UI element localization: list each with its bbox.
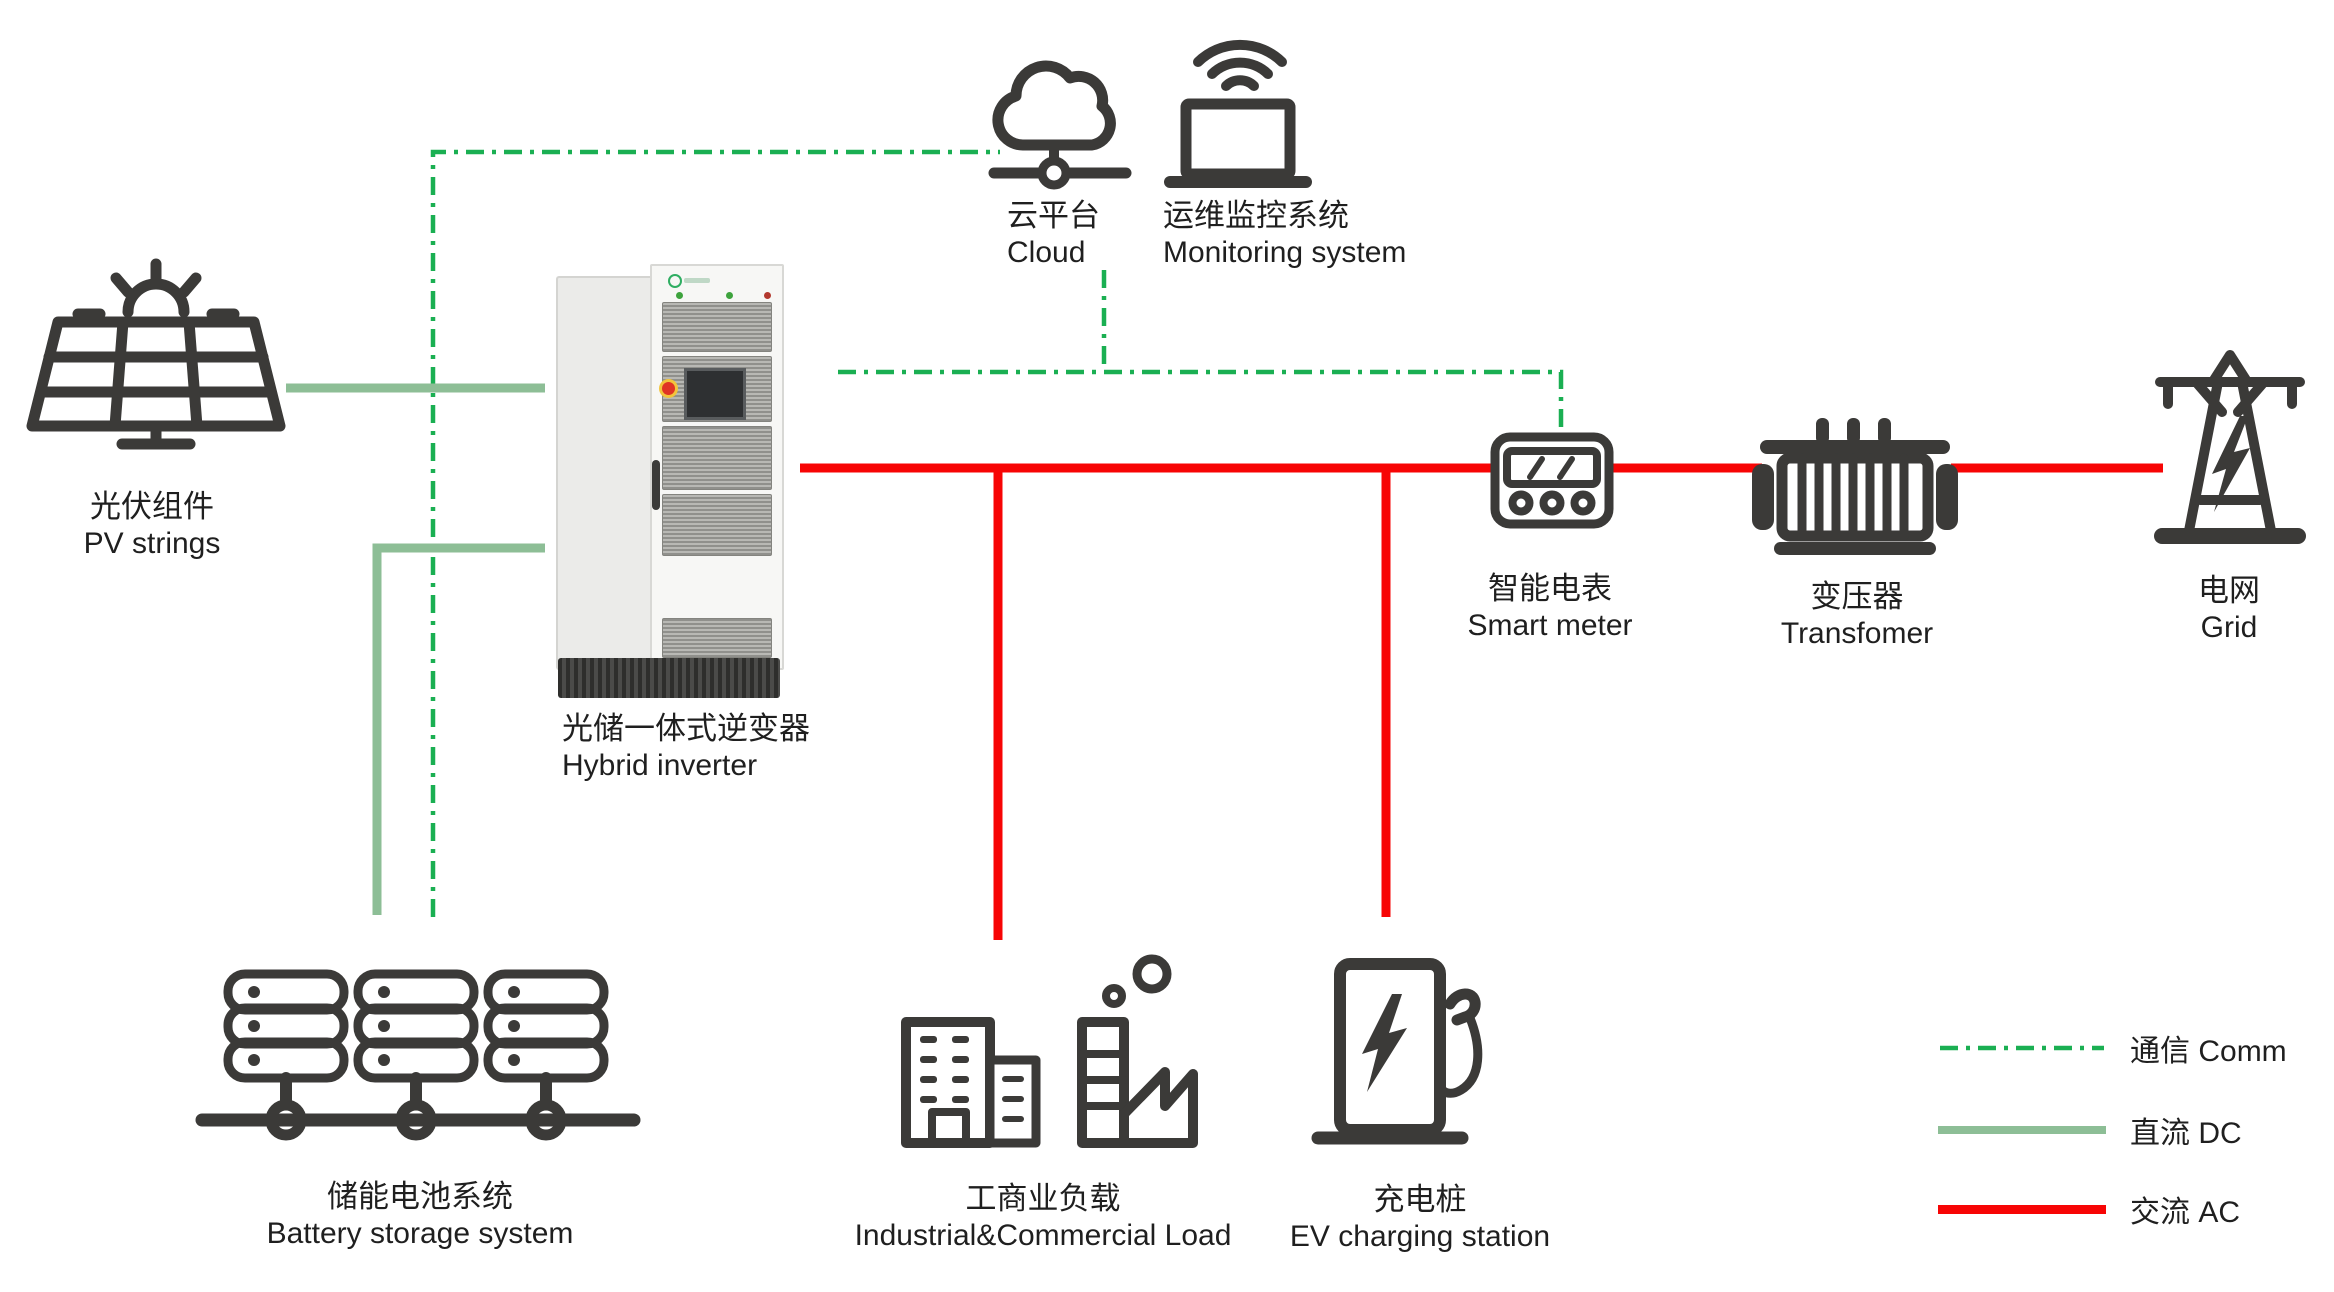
- monitoring-system-icon: [1164, 39, 1312, 188]
- battery-storage-label: 储能电池系统 Battery storage system: [190, 1178, 650, 1252]
- transformer-label-en: Transfomer: [1780, 617, 1934, 650]
- inverter-led-red: [764, 292, 771, 299]
- inverter-led-green-2: [726, 292, 733, 299]
- smart-meter-label: 智能电表 Smart meter: [1420, 570, 1680, 644]
- grid-label-en: Grid: [2200, 611, 2258, 644]
- comm-line-bus-meter: [838, 369, 1564, 430]
- ev-charging-station-label-en: EV charging station: [1289, 1220, 1551, 1253]
- hybrid-inverter-label: 光储一体式逆变器 Hybrid inverter: [562, 710, 810, 784]
- legend-label-dc: 直流 DC: [2130, 1108, 2242, 1152]
- industrial-commercial-load-label-en: Industrial&Commercial Load: [854, 1219, 1232, 1252]
- inverter-led-green-1: [676, 292, 683, 299]
- comm-line-swatch: [1940, 1045, 2104, 1051]
- smart-meter-label-en: Smart meter: [1467, 609, 1633, 642]
- grid-tower-icon: [2154, 350, 2306, 544]
- ev-charging-station-icon: [1311, 958, 1483, 1145]
- legend-dc-en: DC: [2198, 1117, 2242, 1150]
- legend-row-comm: 通信 Comm: [1938, 1028, 2287, 1068]
- hybrid-inverter-cabinet: [556, 264, 784, 706]
- inverter-vent-panel-4: [662, 494, 772, 556]
- legend-comm-zh: 通信: [2130, 1035, 2190, 1068]
- legend-ac-zh: 交流: [2130, 1196, 2190, 1229]
- grid-label: 电网 Grid: [2129, 572, 2329, 646]
- pv-strings-icon: [26, 258, 286, 450]
- cloud-label-en: Cloud: [1007, 236, 1086, 269]
- cloud-label-zh: 云平台: [1007, 198, 1100, 233]
- industrial-commercial-load-icon: [901, 954, 1198, 1148]
- inverter-base: [558, 658, 780, 698]
- pv-strings-label-en: PV strings: [83, 527, 221, 560]
- inverter-display-screen: [684, 368, 746, 420]
- battery-storage-label-zh: 储能电池系统: [327, 1179, 513, 1214]
- battery-storage-icon: [195, 969, 641, 1141]
- ev-charging-station-label: 充电桩 EV charging station: [1270, 1181, 1570, 1255]
- pv-strings-label: 光伏组件 PV strings: [32, 488, 272, 562]
- hybrid-inverter-label-en: Hybrid inverter: [562, 749, 758, 782]
- inverter-door-handle: [652, 460, 660, 510]
- battery-storage-label-en: Battery storage system: [266, 1217, 574, 1250]
- ac-line-swatch: [1938, 1204, 2106, 1214]
- hybrid-inverter-label-zh: 光储一体式逆变器: [562, 711, 810, 746]
- transformer-label-zh: 变压器: [1810, 579, 1904, 614]
- smart-meter-icon: [1490, 432, 1614, 529]
- cloud-label: 云平台 Cloud: [1007, 197, 1100, 271]
- industrial-commercial-load-label: 工商业负载 Industrial&Commercial Load: [833, 1180, 1253, 1254]
- industrial-commercial-load-label-zh: 工商业负载: [965, 1181, 1121, 1216]
- legend-comm-en: Comm: [2198, 1035, 2287, 1068]
- legend-label-ac: 交流 AC: [2130, 1187, 2240, 1231]
- inverter-vent-panel-5: [662, 618, 772, 658]
- legend-dc-zh: 直流: [2130, 1117, 2190, 1150]
- legend-row-dc: 直流 DC: [1938, 1110, 2242, 1150]
- monitoring-system-label-zh: 运维监控系统: [1163, 198, 1349, 233]
- dc-line-swatch: [1938, 1126, 2106, 1134]
- inverter-logo-text: [684, 278, 710, 283]
- transformer-label: 变压器 Transfomer: [1737, 578, 1977, 652]
- legend-label-comm: 通信 Comm: [2130, 1026, 2287, 1070]
- cloud-icon: [988, 60, 1132, 190]
- ev-charging-station-label-zh: 充电桩: [1373, 1182, 1467, 1217]
- inverter-vent-panel-1: [662, 302, 772, 352]
- monitoring-system-label: 运维监控系统 Monitoring system: [1163, 197, 1406, 271]
- legend-row-ac: 交流 AC: [1938, 1189, 2240, 1229]
- dc-line-battery-inverter: [372, 543, 545, 915]
- grid-label-zh: 电网: [2198, 573, 2260, 608]
- inverter-side-panel: [556, 276, 652, 670]
- inverter-logo: [668, 274, 682, 288]
- pv-strings-label-zh: 光伏组件: [90, 489, 214, 524]
- legend-ac-en: AC: [2198, 1196, 2241, 1229]
- inverter-emergency-stop-button: [662, 382, 675, 395]
- monitoring-system-label-en: Monitoring system: [1163, 236, 1407, 269]
- transformer-icon: [1752, 418, 1958, 555]
- inverter-front-door: [650, 264, 784, 670]
- smart-meter-label-zh: 智能电表: [1488, 571, 1612, 606]
- inverter-vent-panel-3: [662, 426, 772, 490]
